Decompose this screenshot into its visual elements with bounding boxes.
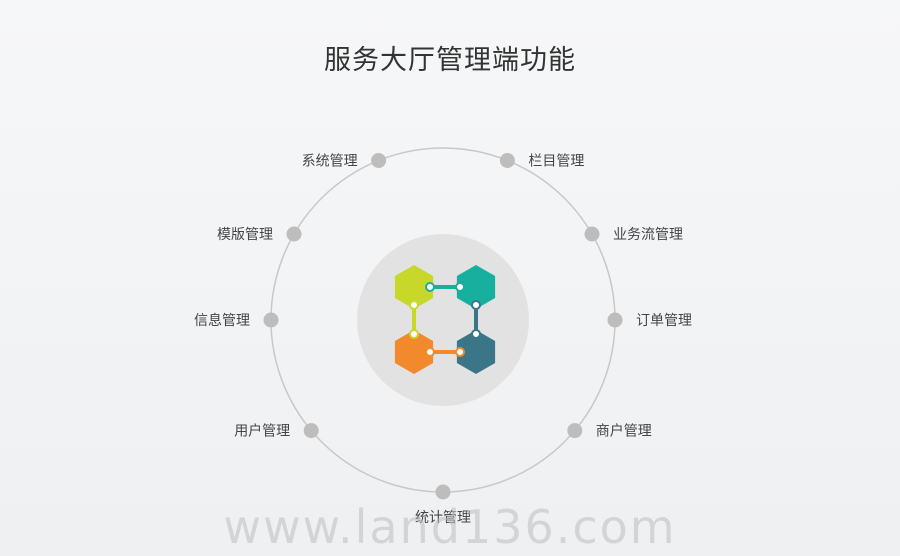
joint-dot [409, 300, 419, 310]
node-label: 栏目管理 [528, 154, 584, 170]
node-dot [499, 153, 515, 168]
hexagon-blue [456, 330, 496, 374]
joint-dot [455, 347, 465, 357]
joint-dot [425, 347, 435, 357]
center-disc [357, 234, 529, 406]
node-label: 系统管理 [302, 154, 358, 170]
node-dot [567, 423, 583, 439]
hexagon-orange [394, 330, 434, 374]
hexagon-teal [456, 265, 496, 309]
joint-dot [471, 300, 481, 310]
node-label: 商户管理 [596, 423, 652, 440]
node-label: 用户管理 [234, 423, 290, 440]
node-dot [607, 312, 623, 328]
node-label: 订单管理 [636, 313, 692, 329]
joint-dot [425, 282, 435, 292]
page-title: 服务大厅管理端功能 [324, 45, 576, 76]
node-label: 业务流管理 [613, 227, 683, 243]
joint-dot [409, 329, 419, 339]
node-dot [286, 226, 302, 242]
joint-dot [455, 282, 465, 292]
node-label: 信息管理 [194, 312, 250, 329]
node-label: 统计管理 [415, 510, 471, 526]
hexagon-logo [394, 265, 496, 374]
node-dot [303, 423, 319, 439]
node-dot [584, 226, 600, 242]
hexagon-lime [394, 265, 434, 309]
node-dot [263, 312, 279, 328]
joint-dot [471, 329, 481, 339]
node-dot [435, 484, 451, 500]
node-label: 模版管理 [217, 227, 273, 243]
node-dot [371, 153, 387, 168]
